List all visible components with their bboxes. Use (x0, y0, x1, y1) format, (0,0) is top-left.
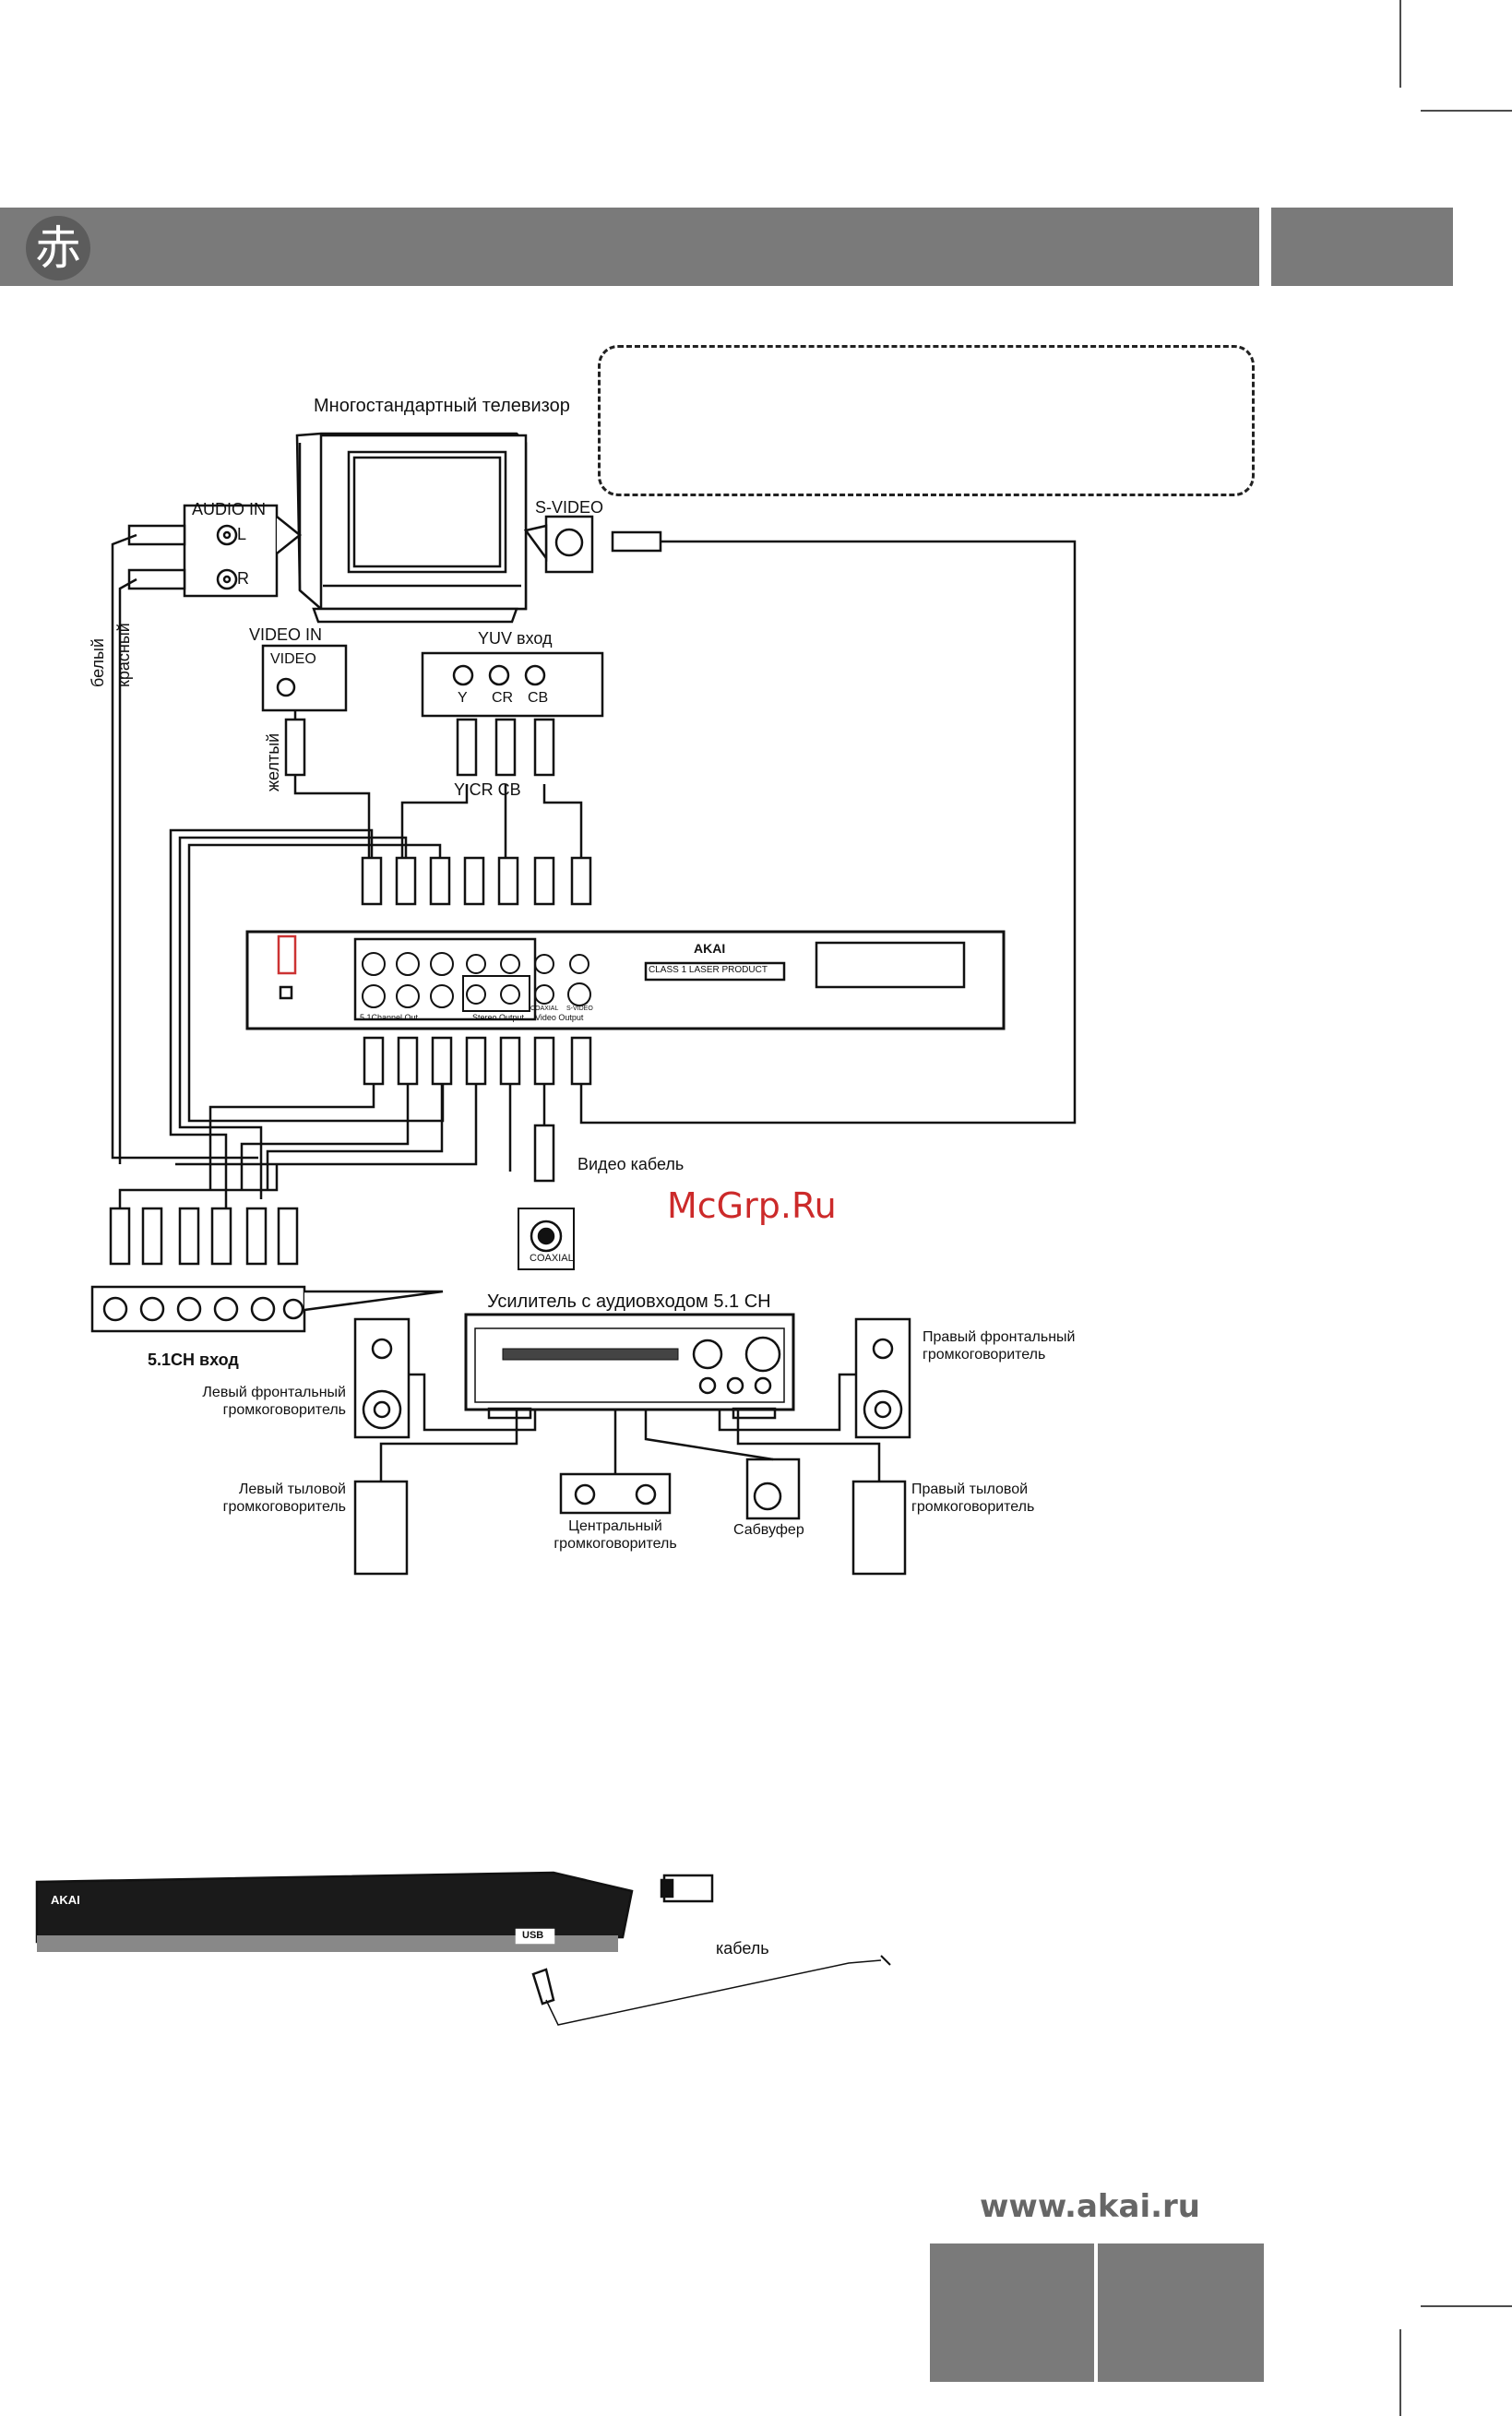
ch51-input-label: 5.1CH вход (148, 1351, 239, 1369)
audio-in-label: AUDIO IN (192, 500, 267, 518)
footer-box-right (1098, 2243, 1264, 2382)
rear-left-speaker-label: Левый тыловой громкоговоритель (222, 1482, 346, 1515)
subwoofer-label: Сабвуфер (733, 1522, 804, 1538)
usb-cable-label: кабель (716, 1939, 769, 1958)
player-brand: AKAI (694, 941, 726, 956)
tv-icon (295, 432, 528, 624)
rear-right-speaker-label: Правый тыловой громкоговоритель (911, 1482, 1035, 1515)
front-right-speaker-label: Правый фронтальный громкоговоритель (923, 1329, 1076, 1363)
watermark: McGrp.Ru (667, 1185, 837, 1226)
front-left-speaker-label: Левый фронтальный громкоговоритель (202, 1385, 346, 1418)
audio-right-label: R (237, 569, 249, 588)
website-link[interactable]: www.akai.ru (980, 2188, 1201, 2225)
header-bar-right (1271, 208, 1453, 286)
yuv-port-y: Y (458, 690, 468, 706)
akai-emblem: 赤 (26, 216, 90, 280)
yellow-cable-label: желтый (264, 732, 282, 791)
s-video-label: S-VIDEO (535, 498, 604, 517)
video-in-label: VIDEO IN (249, 625, 323, 644)
audio-left-label: L (237, 525, 247, 543)
white-cable-label: белый (89, 637, 107, 687)
stereo-out-label: Stereo Output (472, 1013, 525, 1022)
note-box (598, 345, 1255, 496)
yuv-port-cb: CB (528, 690, 549, 706)
front-panel-brand: AKAI (51, 1893, 80, 1907)
coaxial-label: COAXIAL (530, 1253, 574, 1264)
laser-label: CLASS 1 LASER PRODUCT (649, 965, 768, 975)
amplifier-label: Усилитель с аудиовходом 5.1 CH (487, 1291, 771, 1312)
rear-coaxial-label: COAXIAL (530, 1006, 559, 1012)
channel-out-label: 5.1Channel Out (360, 1013, 419, 1022)
rear-svideo-label: S-VIDEO (566, 1006, 593, 1012)
video-cable-label: Видео кабель (577, 1155, 685, 1173)
yuv-port-cr: CR (492, 690, 514, 706)
yuv-cables-label: Y CR CB (454, 780, 521, 799)
front-usb-label: USB (522, 1930, 544, 1941)
footer-box-left (930, 2243, 1094, 2382)
yuv-in-label: YUV вход (478, 629, 553, 648)
video-port-label: VIDEO (270, 651, 316, 667)
center-speaker-label: Центральный громкоговоритель (554, 1518, 677, 1552)
video-out-label: Video Output (535, 1013, 584, 1022)
tv-label: Многостандартный телевизор (314, 396, 570, 416)
red-cable-label: красный (114, 623, 133, 687)
header-bar (0, 208, 1259, 286)
